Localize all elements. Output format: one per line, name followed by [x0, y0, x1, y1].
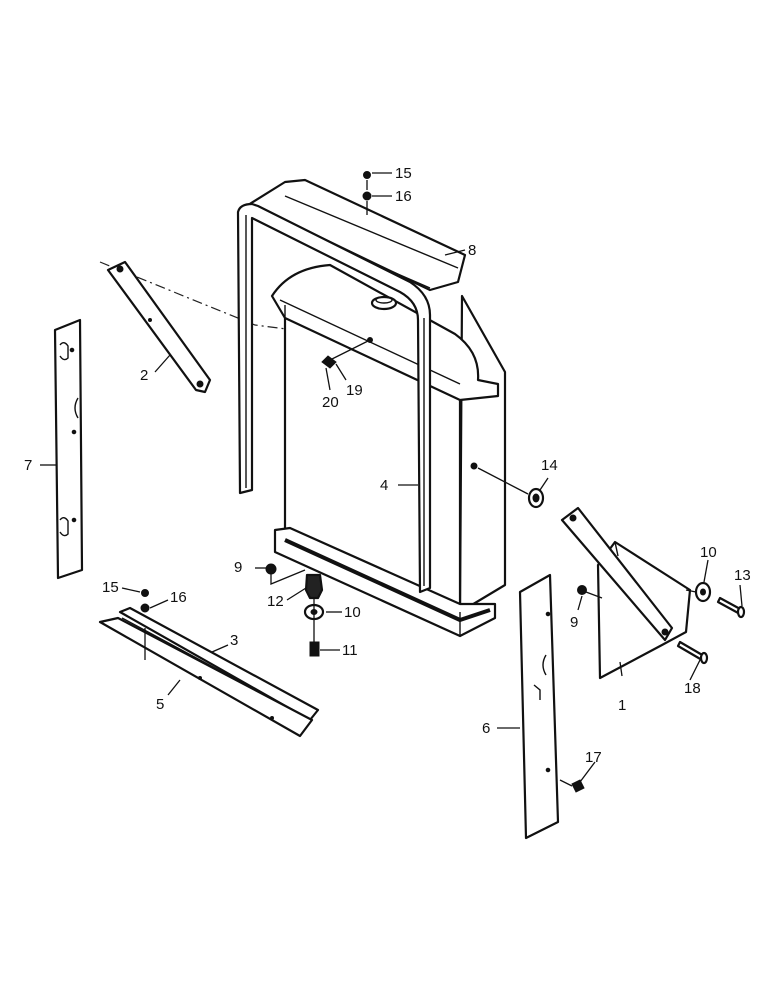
callout-18: 18: [684, 680, 701, 697]
callout-7: 7: [24, 457, 32, 474]
side-plate-7: [53, 318, 84, 580]
callout-17: 17: [585, 749, 602, 766]
callout-4: 4: [380, 477, 388, 494]
shroud-plate-1: [560, 506, 692, 680]
callout-5: 5: [156, 696, 164, 713]
callout-15-bottom: 15: [102, 579, 119, 596]
side-plate-6: [518, 573, 560, 840]
callout-1: 1: [618, 697, 626, 714]
callout-10-right: 10: [700, 544, 717, 561]
callout-3: 3: [230, 632, 238, 649]
callout-16-bottom: 16: [170, 589, 187, 606]
callout-2: 2: [140, 367, 148, 384]
callout-10-center: 10: [344, 604, 361, 621]
side-channel-4: [236, 202, 432, 594]
callout-8: 8: [468, 242, 476, 259]
bracket-2: [106, 260, 212, 394]
callout-9-left: 9: [234, 559, 242, 576]
fasteners: [140, 171, 746, 793]
bottom-rail-3: [118, 606, 320, 722]
callout-6: 6: [482, 720, 490, 737]
callout-13: 13: [734, 567, 751, 584]
callout-19: 19: [346, 382, 363, 399]
callout-20: 20: [322, 394, 339, 411]
leader-lines: [40, 172, 743, 783]
callout-16-top: 16: [395, 188, 412, 205]
callout-9-right: 9: [570, 614, 578, 631]
bottom-strip-5: [98, 616, 314, 738]
callout-labels: 15 16 8 2 7 4 14 20 19 9 12 10 11 15 16 …: [24, 165, 751, 766]
callout-11: 11: [342, 642, 358, 659]
callout-14: 14: [541, 457, 558, 474]
top-bracket-8: [238, 178, 467, 292]
callout-15-top: 15: [395, 165, 412, 182]
callout-12: 12: [267, 593, 284, 610]
